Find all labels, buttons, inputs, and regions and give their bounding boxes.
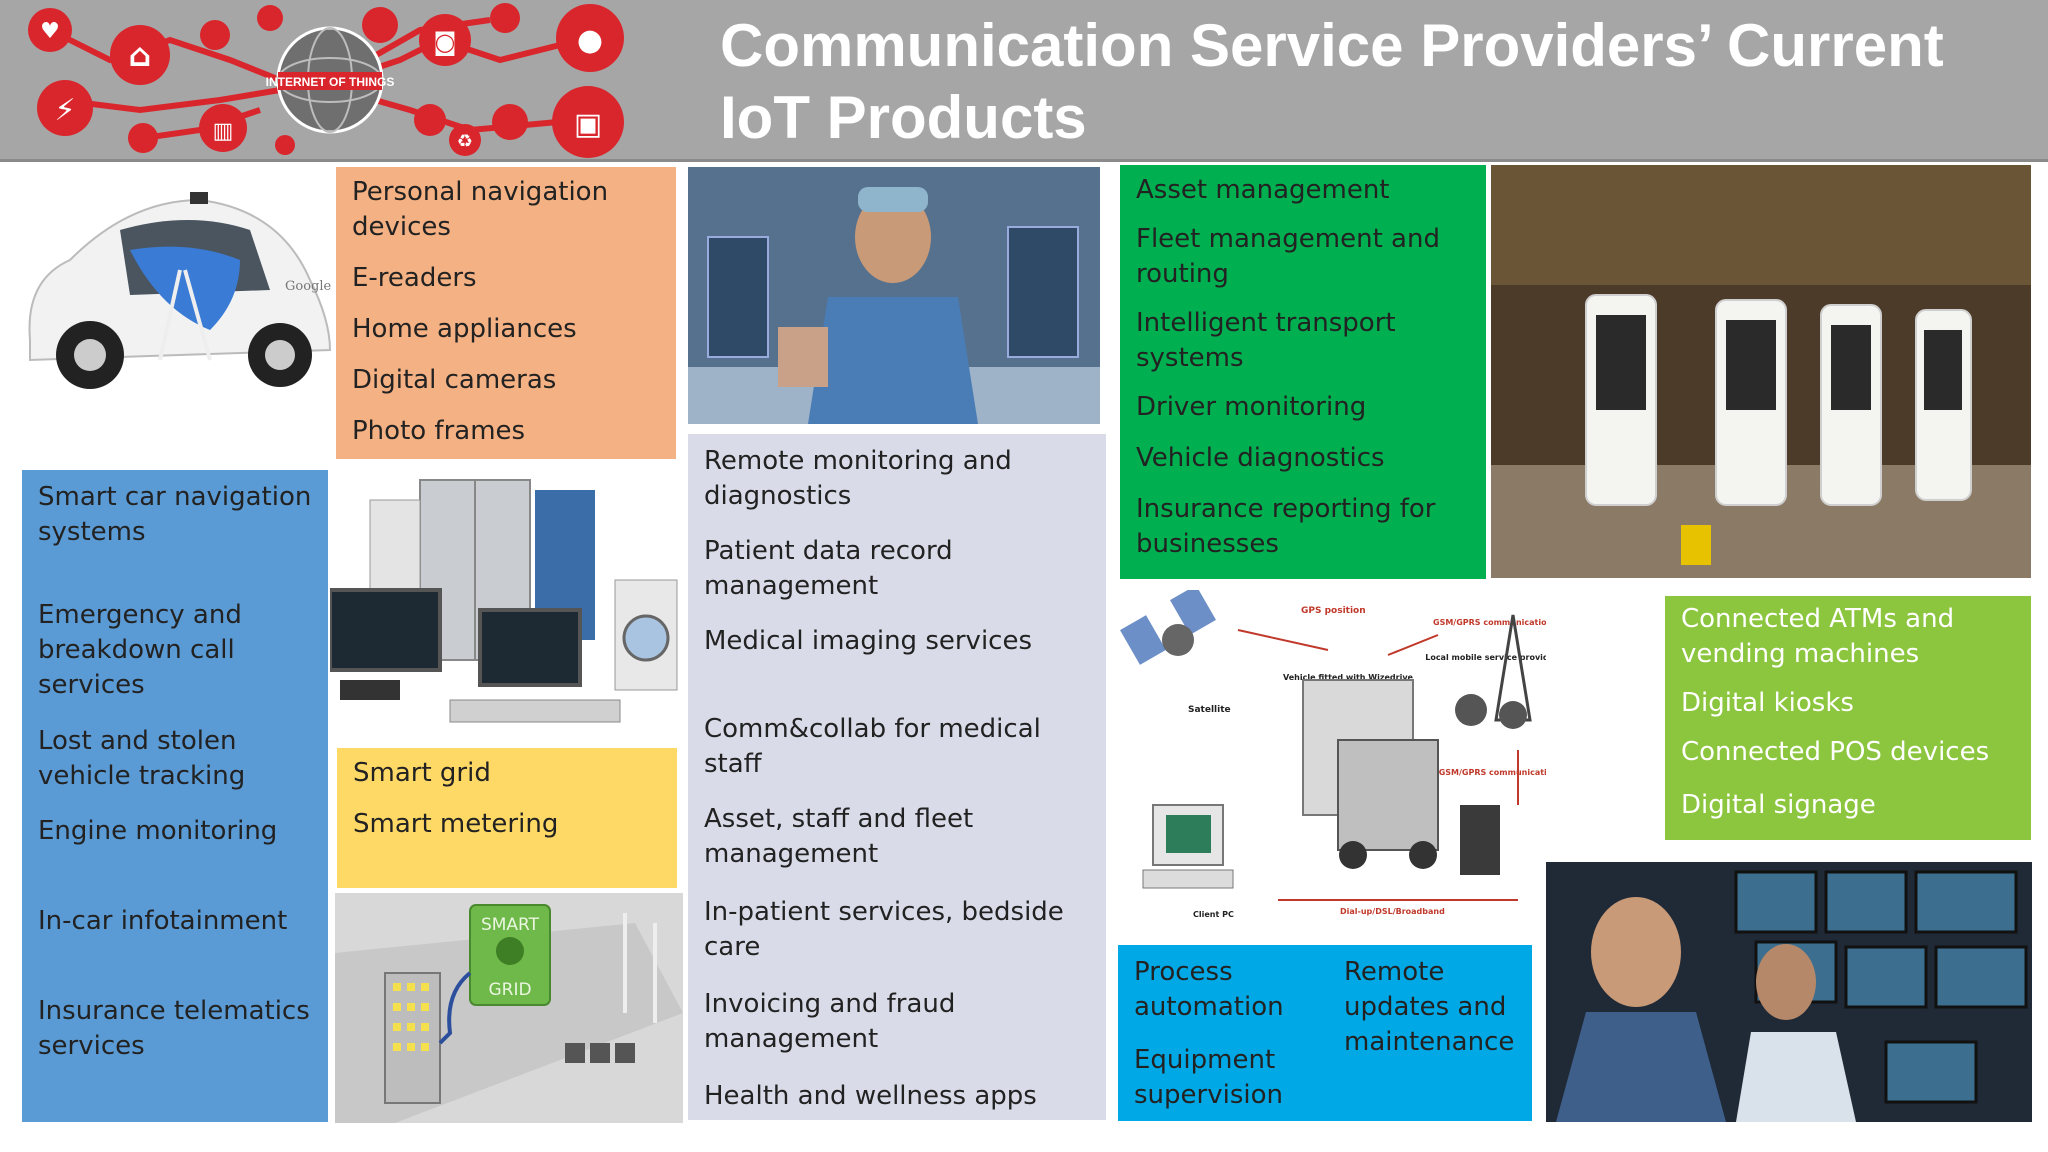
retail-box: Connected ATMs and vending machines Digi… <box>1665 596 2031 840</box>
svg-text:⚡: ⚡ <box>54 93 75 128</box>
list-item: Remote updates and maintenance <box>1344 957 1515 1057</box>
list-item: Personal navigation devices <box>352 177 609 242</box>
list-item: Engine monitoring <box>38 816 278 846</box>
list-item: Asset, staff and fleet management <box>704 804 974 869</box>
home-appliances-image <box>330 470 680 740</box>
industrial-box: Process automation Equipment supervision… <box>1118 945 1532 1121</box>
list-item: Intelligent transport systems <box>1136 308 1396 373</box>
list-item: Fleet management and routing <box>1136 224 1440 289</box>
car-brand-text: Google <box>285 279 332 294</box>
list-item: Smart car navigation systems <box>38 482 312 547</box>
list-item: Insurance telematics services <box>38 996 310 1061</box>
iot-logo: ♥ ⌂ ⚡ ◙ ● ▣ ▥ ♻ INTERNET OF THINGS <box>20 0 640 162</box>
list-item: Comm&collab for medical staff <box>704 714 1041 779</box>
svg-text:◙: ◙ <box>433 28 456 56</box>
list-item: Home appliances <box>352 314 577 344</box>
list-item: Lost and stolen vehicle tracking <box>38 726 246 791</box>
list-item: Process automation <box>1134 957 1284 1022</box>
utilities-box: Smart grid Smart metering <box>337 748 677 888</box>
control-room-image <box>1546 862 2032 1122</box>
list-item: Patient data record management <box>704 536 953 601</box>
list-item: Insurance reporting for businesses <box>1136 494 1436 559</box>
list-item: Photo frames <box>352 416 526 446</box>
doctor-interface-image <box>688 167 1100 424</box>
healthcare-box: Remote monitoring and diagnostics Patien… <box>688 434 1106 1120</box>
smart-grid-image: SMART GRID <box>335 893 683 1123</box>
industrial-left-column: Process automation Equipment supervision <box>1134 955 1334 1113</box>
gsm-label-2: GSM/GPRS communication <box>1439 768 1546 777</box>
list-item: Smart grid <box>353 758 491 788</box>
title-line-1: Communication Service Providers’ Current <box>720 12 1944 79</box>
list-item: E-readers <box>352 263 477 293</box>
broadband-label: Dial-up/DSL/Broadband <box>1340 907 1445 916</box>
svg-text:♥: ♥ <box>40 19 60 44</box>
svg-text:▣: ▣ <box>574 107 602 142</box>
list-item: Driver monitoring <box>1136 392 1367 422</box>
vehicle-tracking-diagram: Satellite GPS position GSM/GPRS communic… <box>1118 585 1558 930</box>
smart-grid-bottom-label: GRID <box>488 980 531 1000</box>
title-line-2: IoT Products <box>720 84 1087 151</box>
list-item: Digital kiosks <box>1681 688 1854 718</box>
gps-label: GPS position <box>1301 606 1366 616</box>
consumer-devices-box: Personal navigation devices E-readers Ho… <box>336 167 676 459</box>
satellite-label: Satellite <box>1188 705 1231 715</box>
kiosks-image <box>1491 165 2031 578</box>
client-pc-label: Client PC <box>1193 910 1234 919</box>
list-item: Smart metering <box>353 809 559 839</box>
list-item: Remote monitoring and diagnostics <box>704 446 1012 511</box>
list-item: Invoicing and fraud management <box>704 989 956 1054</box>
list-item: Medical imaging services <box>704 626 1033 656</box>
svg-text:▥: ▥ <box>213 119 234 144</box>
transport-box: Asset management Fleet management and ro… <box>1120 165 1486 579</box>
list-item: Connected ATMs and vending machines <box>1681 604 1955 669</box>
local-provider-label: Local mobile service provider <box>1425 653 1546 662</box>
page-title: Communication Service Providers’ Current… <box>720 10 2020 154</box>
list-item: Connected POS devices <box>1681 737 1990 767</box>
list-item: Digital cameras <box>352 365 557 395</box>
industrial-right-column: Remote updates and maintenance <box>1344 955 1524 1060</box>
svg-text:⌂: ⌂ <box>129 36 152 74</box>
svg-text:♻: ♻ <box>457 131 473 152</box>
list-item: Vehicle diagnostics <box>1136 443 1385 473</box>
logo-text: INTERNET OF THINGS <box>266 75 395 89</box>
automotive-box: Smart car navigation systems Emergency a… <box>22 470 328 1122</box>
self-driving-car-image: Google <box>10 170 340 410</box>
list-item: Emergency and breakdown call services <box>38 600 242 700</box>
svg-text:●: ● <box>577 23 603 58</box>
list-item: Digital signage <box>1681 790 1876 820</box>
list-item: In-car infotainment <box>38 906 288 936</box>
list-item: Asset management <box>1136 175 1390 205</box>
gsm-label-1: GSM/GPRS communication <box>1433 618 1546 627</box>
list-item: Equipment supervision <box>1134 1045 1283 1110</box>
list-item: In-patient services, bedside care <box>704 897 1064 962</box>
smart-grid-top-label: SMART <box>481 915 540 935</box>
vehicle-label: Vehicle fitted with Wizedrive <box>1283 673 1414 682</box>
list-item: Health and wellness apps <box>704 1081 1037 1111</box>
